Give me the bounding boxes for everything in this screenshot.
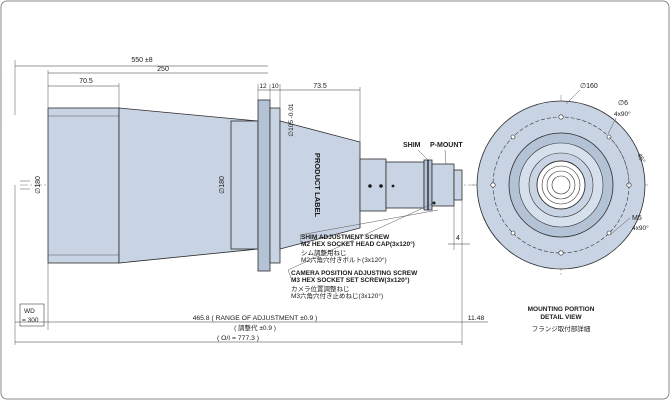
mounting-caption-2: DETAIL VIEW — [540, 314, 582, 321]
rear-taper — [279, 120, 361, 250]
shim-screw-spec: M2 HEX SOCKET HEAD CAP(3x120°) — [301, 240, 415, 248]
shim-screw-title: SHIM ADJUSTMENT SCREW — [301, 234, 390, 241]
screw-dot — [379, 184, 383, 188]
dim-550: 550 ±8 — [131, 57, 152, 64]
side-view: PRODUCT LABEL ∅180 ∅180 ∅105 -0.01 — [20, 99, 475, 272]
mount-tip — [453, 169, 463, 201]
dia-105: ∅105 -0.01 — [288, 103, 295, 137]
cam-screw-title: CAMERA POSITION ADJUSTING SCREW — [291, 270, 418, 277]
shim-screw-jp1: シム調整用ねじ — [301, 248, 347, 257]
dia-160: ∅160 — [580, 83, 598, 90]
dim-70-5: 70.5 — [79, 78, 93, 85]
wd-label: WD — [24, 308, 35, 315]
dia-180-mid: ∅180 — [219, 176, 226, 194]
mount-hole — [558, 114, 564, 120]
dia-6-qty: 4x90° — [614, 110, 631, 118]
thread-m5: M5 — [632, 215, 642, 222]
shim-screw-jp2: M2六角穴付きボルト(3x120°) — [301, 255, 387, 264]
top-dimensions: 550 ±8 250 70.5 12 10 73.5 — [14, 57, 361, 142]
cam-screw-spec: M3 HEX SOCKET SET SCREW(3x120°) — [291, 276, 410, 284]
dim-250: 250 — [157, 66, 169, 73]
dia-6: ∅6 — [618, 100, 628, 107]
wd-value: = 300 — [22, 317, 39, 324]
screw-dot — [368, 184, 372, 188]
front-cylinder — [47, 107, 120, 264]
cam-screw-jp1: カメラ位置調整ねじ — [291, 284, 350, 293]
dim-12: 12 — [259, 83, 267, 90]
m5-hole — [510, 230, 516, 236]
m5-hole — [510, 134, 516, 140]
mount-flange — [257, 99, 271, 272]
dim-10: 10 — [271, 83, 279, 90]
m5-hole — [606, 230, 612, 236]
main-barrel — [230, 120, 259, 250]
screw-dot — [391, 184, 395, 188]
mounting-caption-1: MOUNTING PORTION — [528, 306, 595, 313]
p-mount — [431, 163, 455, 207]
bottom-dimensions: 4 WD = 300 465.8 ( RANGE OF ADJUSTMENT ±… — [14, 185, 488, 345]
pmount-label: P-MOUNT — [430, 142, 463, 149]
wd-box — [19, 303, 45, 327]
dim-oi: ( O/I = 777.3 ) — [217, 335, 259, 342]
dim-flange: 11.48 — [468, 315, 485, 322]
product-label: PRODUCT LABEL — [313, 153, 322, 218]
dia-180-left: ∅180 — [35, 176, 42, 194]
camera-adapter — [385, 161, 425, 209]
shim-label: SHIM — [403, 142, 421, 149]
cam-screw-jp2: M3六角穴付き止めねじ(3x120°) — [291, 291, 383, 300]
flange-collar — [269, 107, 281, 264]
mounting-caption-jp: フランジ取付部詳細 — [532, 324, 591, 333]
thread-m5-qty: 4x90° — [632, 224, 649, 232]
dim-range: 465.8 ( RANGE OF ADJUSTMENT ±0.9 ) — [193, 315, 318, 322]
mount-hole — [558, 250, 564, 256]
dim-gap-4: 4 — [456, 235, 460, 242]
mounting-detail-view: ∅160 ∅6 4x90° 45° M5 4x90° MOUNTING PORT… — [472, 83, 650, 333]
callouts: SHIM P-MOUNT SHIM ADJUSTMENT SCREW M2 HE… — [287, 142, 463, 300]
dim-73-5: 73.5 — [313, 83, 327, 90]
mount-hole — [490, 182, 496, 188]
dim-range-jp: ( 調整代 ±0.9 ) — [234, 323, 276, 332]
